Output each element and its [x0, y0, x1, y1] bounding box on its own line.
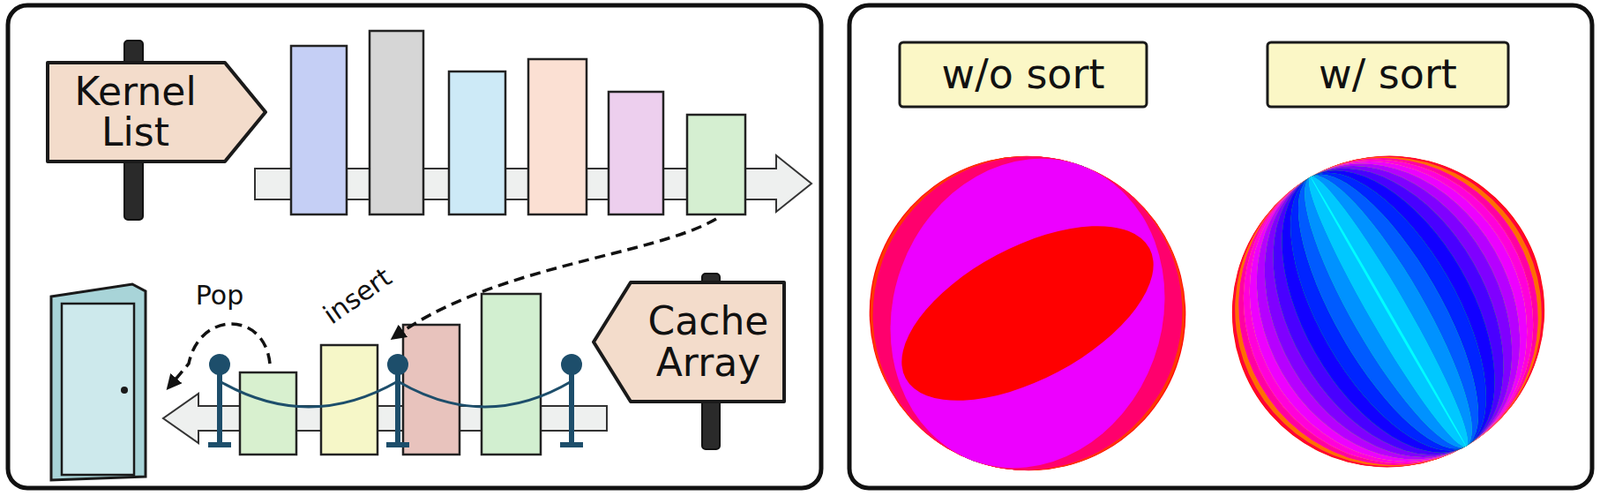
stanchion-head	[387, 353, 409, 375]
fan-slice	[1309, 176, 1468, 447]
kernel-bar	[528, 59, 587, 215]
stanchion	[560, 353, 584, 448]
fan-slice	[1196, 110, 1582, 496]
caption-box: w/o sort	[897, 40, 1149, 109]
sorted-fan	[1174, 98, 1600, 496]
fan-slice	[1264, 150, 1511, 472]
fan-slice	[1178, 100, 1599, 496]
fan-slice	[1251, 142, 1526, 481]
signpost: Cache Array	[591, 280, 786, 404]
fan-slice	[839, 116, 1216, 496]
fan-slice	[847, 119, 1208, 496]
fan-slice	[1264, 150, 1511, 472]
fan-slice	[1196, 110, 1582, 496]
door	[51, 284, 146, 480]
fan-slice	[1294, 167, 1483, 456]
kernel-bar	[369, 30, 424, 215]
fan-slice	[1182, 103, 1594, 496]
fan-slice	[874, 189, 1182, 436]
fan-slice	[1182, 103, 1594, 496]
sign-board	[593, 282, 785, 402]
stanchion-base	[560, 441, 584, 448]
door-frame	[51, 284, 146, 480]
fan-slice	[1174, 98, 1600, 496]
door-panel	[61, 303, 135, 475]
stanchion	[208, 353, 232, 448]
sign-board	[47, 62, 266, 162]
node-label: w/o sort	[942, 52, 1106, 96]
fan-slice	[1175, 98, 1600, 496]
left-panel	[7, 5, 822, 488]
pop-arrow	[169, 323, 270, 387]
signpost: Kernel List	[45, 60, 268, 164]
fan-slice	[1214, 121, 1563, 496]
rope	[219, 381, 572, 407]
kernel-bar	[448, 71, 506, 215]
label-box	[1267, 42, 1509, 107]
door-knob	[120, 386, 128, 394]
fan-slice	[1175, 98, 1600, 496]
fan-slice	[1178, 100, 1599, 496]
node-label: Cache Array	[648, 300, 770, 382]
fan-slice	[1204, 115, 1573, 496]
node-label: w/ sort	[1318, 52, 1458, 96]
cache-bar	[239, 372, 297, 455]
fan-slice	[829, 112, 1227, 496]
fan-slice	[1214, 121, 1563, 496]
label-box	[899, 42, 1147, 107]
fan-slice	[1238, 134, 1540, 488]
fan-slice	[1279, 158, 1497, 464]
fan-slice	[839, 116, 1216, 496]
node-label: Kernel List	[74, 71, 196, 153]
unsorted-fan	[824, 111, 1230, 496]
fan-slice	[1226, 127, 1552, 495]
cache-bar	[321, 344, 378, 455]
fan-slice	[1238, 134, 1540, 488]
action-label: insert	[317, 261, 397, 329]
fan-slice	[824, 111, 1230, 496]
fan-slice	[1188, 106, 1588, 496]
fan-slice	[1251, 142, 1526, 481]
kernel-bar	[687, 114, 746, 215]
stanchion-head	[209, 353, 231, 375]
fan-slice	[825, 112, 1229, 496]
fan-slice	[825, 112, 1229, 496]
fan-slice	[1226, 127, 1552, 495]
stanchion-base	[386, 441, 410, 448]
fan-slice	[1294, 167, 1483, 456]
stanchion-base	[208, 441, 232, 448]
fan-slice	[847, 119, 1208, 496]
fan-slice	[829, 112, 1227, 496]
fan-slice	[1204, 115, 1573, 496]
fan-slice	[1188, 106, 1588, 496]
caption-box: w/ sort	[1265, 40, 1511, 109]
stanchion-head	[560, 353, 583, 375]
stanchion	[386, 353, 410, 448]
kernel-bar	[291, 45, 347, 215]
cache-bar	[481, 293, 541, 455]
action-label: Pop	[195, 280, 244, 310]
kernel-bar	[608, 91, 664, 215]
fan-slice	[1279, 158, 1497, 464]
